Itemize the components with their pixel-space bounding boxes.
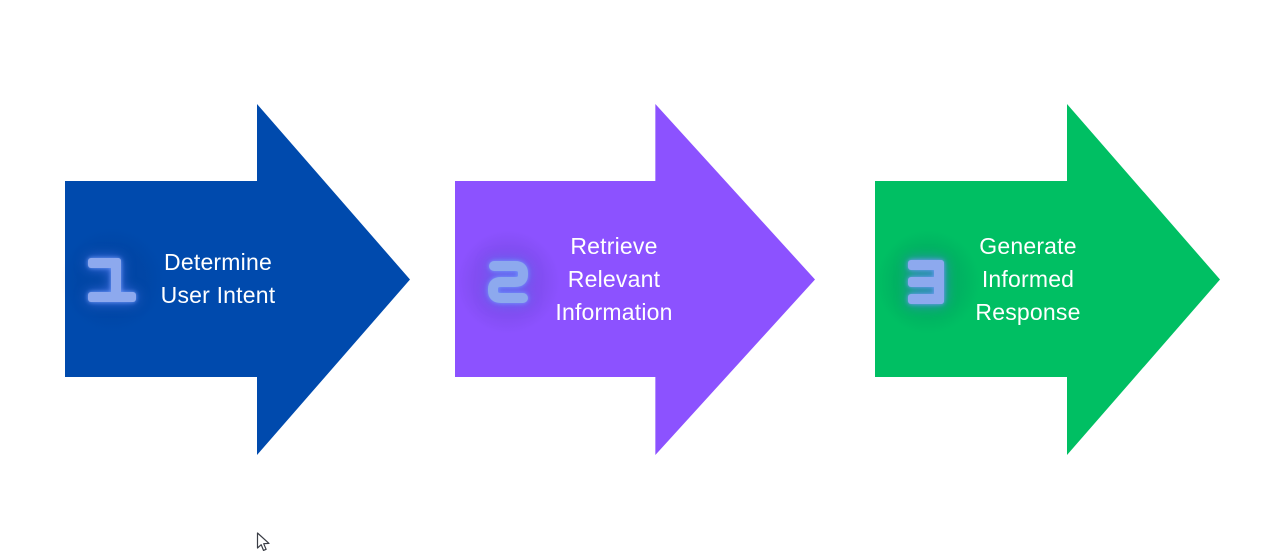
- step-arrow-1[interactable]: Determine User Intent: [65, 104, 410, 455]
- arrow-polygon-1: [65, 104, 410, 455]
- step-label-2: Retrieve Relevant Information: [519, 230, 709, 329]
- step-label-2-line-3: Information: [555, 299, 673, 325]
- arrow-shape-1: [65, 104, 410, 455]
- step-label-3-line-3: Response: [975, 299, 1081, 325]
- arrow-polygon-3: [875, 104, 1220, 455]
- step-label-3-line-1: Generate: [979, 233, 1077, 259]
- arrow-shape-3: [875, 104, 1220, 455]
- arrow-polygon-2: [455, 104, 815, 455]
- step-label-3: Generate Informed Response: [933, 230, 1123, 329]
- step-label-2-line-2: Relevant: [567, 266, 661, 292]
- step-label-3-line-2: Informed: [981, 266, 1075, 292]
- step-arrow-2[interactable]: Retrieve Relevant Information: [455, 104, 815, 455]
- step-label-1: Determine User Intent: [123, 246, 313, 312]
- step-arrow-3[interactable]: Generate Informed Response: [875, 104, 1220, 455]
- step-number-2-icon: [488, 260, 528, 304]
- mouse-pointer-icon: [256, 532, 271, 553]
- arrow-shape-2: [455, 104, 815, 455]
- step-label-2-line-1: Retrieve: [570, 233, 658, 259]
- step-label-1-line-1: Determine: [164, 249, 272, 275]
- step-label-1-line-2: User Intent: [160, 282, 276, 308]
- step-number-1-icon: [88, 258, 136, 302]
- step-number-3-icon: [908, 260, 948, 304]
